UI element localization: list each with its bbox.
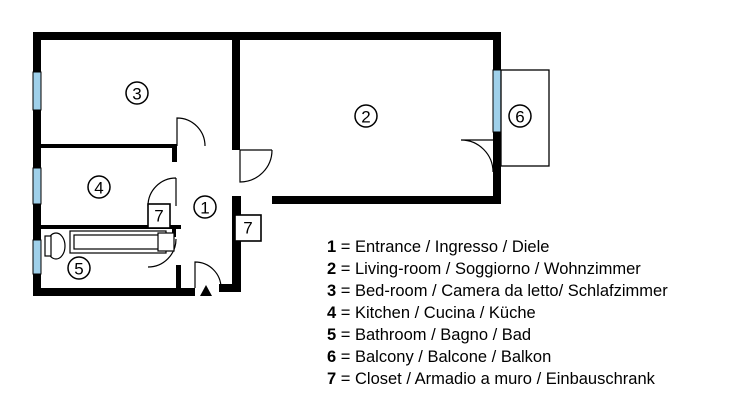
room-label-2: 2	[361, 108, 370, 127]
legend-item: 7 = Closet / Armadio a muro / Einbauschr…	[327, 370, 655, 388]
room-label-6: 6	[515, 108, 524, 127]
window-bedroom	[32, 71, 42, 111]
window-kitchen	[32, 167, 42, 205]
entrance-arrow-icon	[200, 285, 212, 296]
legend-item: 3 = Bed-room / Camera da letto/ Schlafzi…	[327, 282, 668, 300]
balcony-outline	[500, 69, 550, 167]
door-balcony	[460, 139, 494, 173]
door-swings	[147, 117, 494, 289]
sink-icon	[157, 232, 175, 252]
room-label-4: 4	[94, 179, 103, 198]
door-bedroom	[176, 117, 206, 147]
door-living	[239, 149, 273, 183]
door-entrance	[194, 261, 222, 289]
room-label-1: 1	[200, 199, 209, 218]
interior-walls	[41, 40, 240, 289]
legend-item: 2 = Living-room / Soggiorno / Wohnzimmer	[327, 260, 641, 278]
door-kitchen	[147, 177, 177, 207]
room-label-3: 3	[132, 85, 141, 104]
room-markers: 1 2 3 4 5 6 7 7	[67, 81, 532, 280]
legend-item: 1 = Entrance / Ingresso / Diele	[327, 238, 550, 256]
bathroom-fixtures	[44, 230, 175, 260]
room-label-7a: 7	[154, 207, 163, 226]
window-balcony	[492, 69, 502, 133]
room-label-5: 5	[74, 260, 83, 279]
room-label-7b: 7	[243, 219, 252, 238]
window-bathroom	[32, 239, 42, 275]
legend-item: 6 = Balcony / Balcone / Balkon	[327, 348, 552, 366]
legend-item: 5 = Bathroom / Bagno / Bad	[327, 326, 532, 344]
legend: 1 = Entrance / Ingresso / Diele 2 = Livi…	[327, 236, 668, 390]
door-bathroom	[147, 238, 177, 268]
legend-item: 4 = Kitchen / Cucina / Küche	[327, 304, 536, 322]
